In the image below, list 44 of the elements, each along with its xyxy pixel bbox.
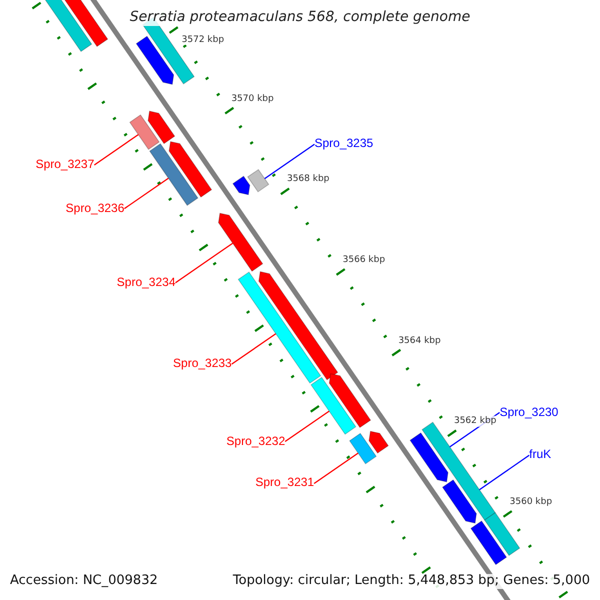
gene-block (247, 169, 270, 192)
gene-block-pointed (232, 176, 250, 196)
gene-label: Spro_3233 (173, 357, 232, 372)
gene-block (470, 520, 508, 566)
gene-block-pointed (368, 430, 389, 454)
leader-line (231, 333, 276, 365)
gene-block (129, 114, 160, 150)
gene-label: fruK (529, 448, 552, 462)
leader-line (479, 454, 530, 490)
leader-line (284, 410, 330, 442)
gene-block-pointed (410, 432, 448, 482)
gene-block (310, 376, 356, 435)
gene-label: Spro_3235 (314, 137, 374, 152)
gene-block (349, 432, 377, 464)
gene-block-pointed (136, 36, 174, 85)
scale-label: 3566 kbp (342, 254, 386, 266)
gene-block-pointed (442, 479, 477, 524)
genome-info-text: Topology: circular; Length: 5,448,853 bp; Genes: 5,000 (232, 574, 590, 589)
gene-label: Spro_3232 (226, 434, 286, 448)
leader-line (94, 134, 139, 166)
scale-label: 3568 kbp (286, 174, 330, 184)
gene-label: Spro_3230 (500, 406, 558, 420)
gene-block-pointed (218, 212, 264, 272)
leader-line (124, 178, 169, 210)
accession-text: Accession: NC_009832 (10, 574, 158, 589)
scale-label: 3564 kbp (398, 335, 441, 346)
scale-label: 3562 kbp (454, 416, 496, 426)
gene-label: Spro_3236 (66, 202, 124, 216)
gene-block-pointed (328, 373, 372, 428)
leader-line (314, 452, 358, 484)
gene-block (484, 512, 520, 556)
gene-label: Spro_3237 (36, 158, 94, 172)
scale-label: 3572 kbp (182, 34, 224, 46)
gene-block-pointed (168, 141, 212, 198)
gene-block (149, 143, 198, 206)
leader-line (175, 242, 234, 284)
scale-label: 3570 kbp (231, 93, 274, 104)
scale-label: 3560 kbp (510, 496, 552, 508)
gene-block-pointed (258, 271, 338, 380)
gene-block-pointed (148, 110, 176, 144)
gene-label: Spro_3234 (116, 276, 176, 290)
leader-line (264, 144, 315, 180)
gene-label: Spro_3231 (255, 476, 314, 490)
gene-block (238, 272, 322, 384)
